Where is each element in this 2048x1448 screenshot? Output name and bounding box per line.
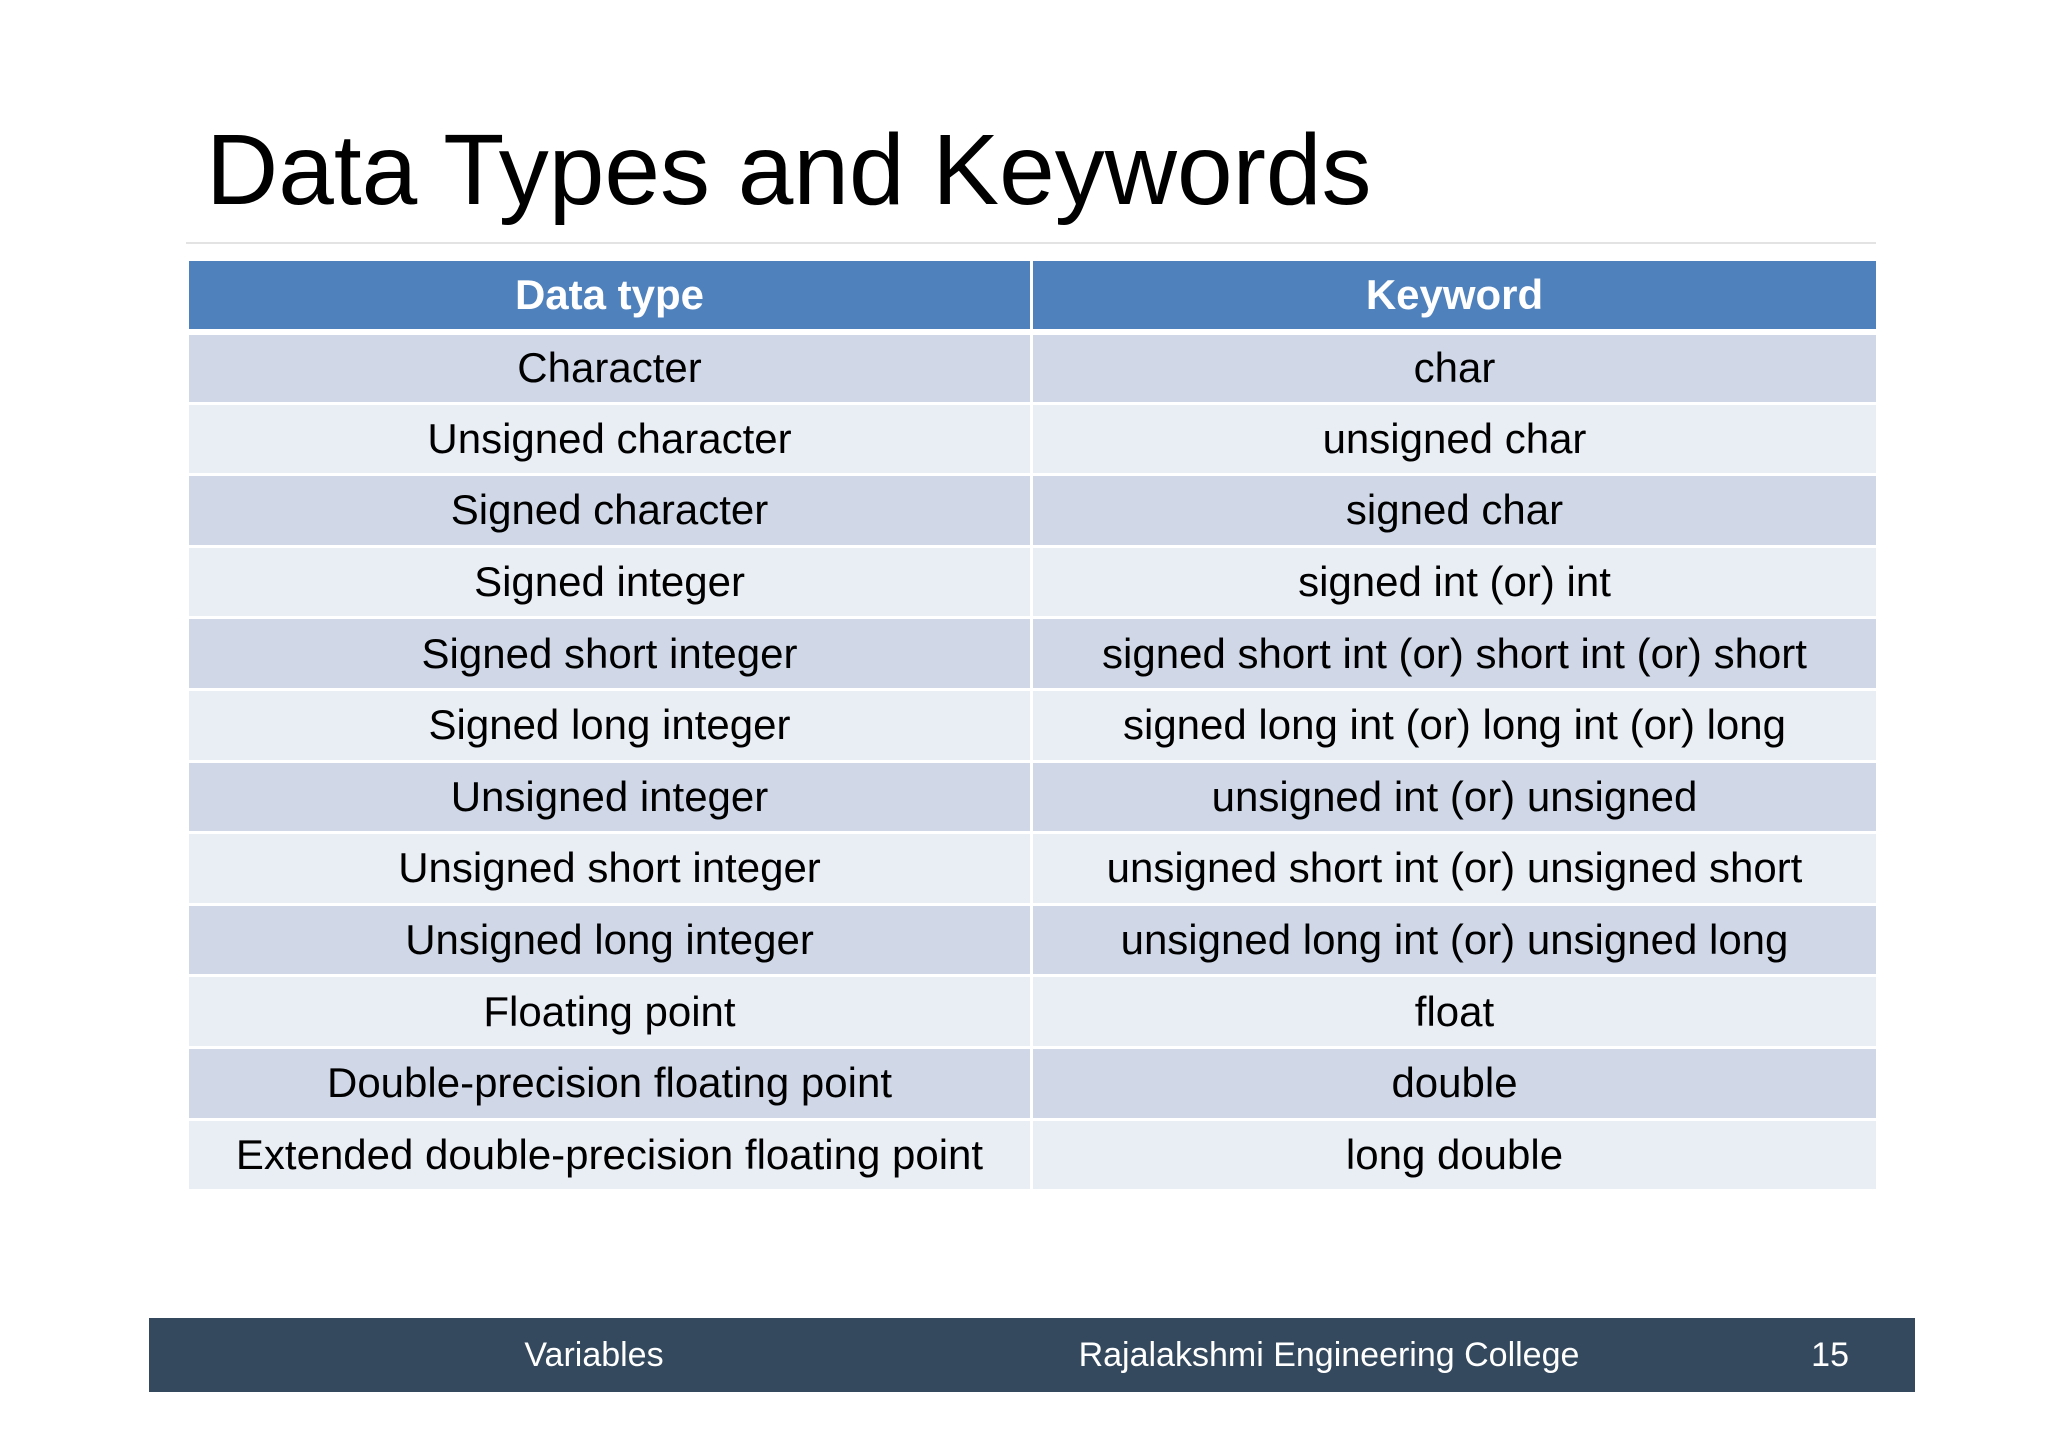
slide-footer: Variables Rajalakshmi Engineering Colleg… — [149, 1318, 1915, 1392]
header-keyword: Keyword — [1030, 258, 1879, 335]
keyword-cell: signed int (or) int — [1030, 544, 1879, 620]
keyword-cell: signed short int (or) short int (or) sho… — [1030, 616, 1879, 691]
data-types-table-container: Data type Keyword Character char Unsigne… — [186, 258, 1879, 1193]
table-row: Signed integer signed int (or) int — [186, 544, 1879, 620]
data-type-cell: Double-precision floating point — [186, 1045, 1033, 1121]
data-type-cell: Unsigned character — [186, 401, 1033, 477]
table-row: Extended double-precision floating point… — [186, 1117, 1879, 1193]
data-type-cell: Character — [186, 330, 1033, 405]
keyword-cell: long double — [1030, 1117, 1879, 1193]
data-type-cell: Signed short integer — [186, 616, 1033, 691]
keyword-cell: double — [1030, 1045, 1879, 1121]
keyword-cell: unsigned char — [1030, 401, 1879, 477]
table-row: Unsigned character unsigned char — [186, 401, 1879, 477]
table-row: Floating point float — [186, 974, 1879, 1049]
table-row: Unsigned short integer unsigned short in… — [186, 831, 1879, 906]
table-row: Unsigned long integer unsigned long int … — [186, 902, 1879, 978]
footer-institution: Rajalakshmi Engineering College — [1078, 1336, 1580, 1374]
table-row: Character char — [186, 330, 1879, 405]
data-type-cell: Unsigned short integer — [186, 831, 1033, 906]
keyword-cell: signed char — [1030, 473, 1879, 548]
keyword-cell: unsigned short int (or) unsigned short — [1030, 831, 1879, 906]
table-row: Double-precision floating point double — [186, 1045, 1879, 1121]
table-row: Signed long integer signed long int (or)… — [186, 687, 1879, 763]
header-data-type: Data type — [186, 258, 1033, 335]
table-row: Unsigned integer unsigned int (or) unsig… — [186, 759, 1879, 835]
table-row: Signed short integer signed short int (o… — [186, 616, 1879, 691]
table-header-row: Data type Keyword — [186, 258, 1879, 335]
keyword-cell: signed long int (or) long int (or) long — [1030, 687, 1879, 763]
keyword-cell: unsigned long int (or) unsigned long — [1030, 902, 1879, 978]
keyword-cell: unsigned int (or) unsigned — [1030, 759, 1879, 835]
table-row: Signed character signed char — [186, 473, 1879, 548]
keyword-cell: float — [1030, 974, 1879, 1049]
title-divider — [186, 242, 1876, 244]
data-types-table: Data type Keyword Character char Unsigne… — [186, 258, 1879, 1193]
data-type-cell: Unsigned long integer — [186, 902, 1033, 978]
data-type-cell: Signed character — [186, 473, 1033, 548]
slide-title: Data Types and Keywords — [206, 114, 1372, 226]
data-type-cell: Unsigned integer — [186, 759, 1033, 835]
footer-topic: Variables — [524, 1336, 664, 1374]
keyword-cell: char — [1030, 330, 1879, 405]
footer-page-number: 15 — [1811, 1336, 1849, 1374]
data-type-cell: Signed long integer — [186, 687, 1033, 763]
data-type-cell: Extended double-precision floating point — [186, 1117, 1033, 1193]
data-type-cell: Signed integer — [186, 544, 1033, 620]
data-type-cell: Floating point — [186, 974, 1033, 1049]
